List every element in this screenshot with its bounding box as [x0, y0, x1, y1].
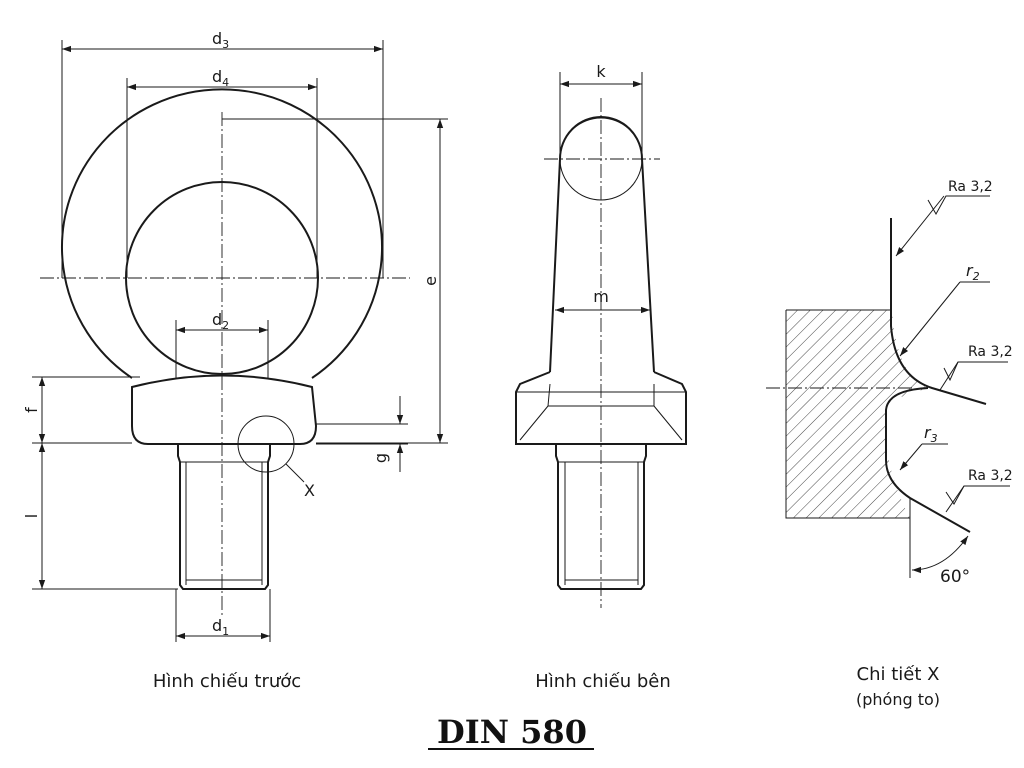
side-view-caption: Hình chiếu bên — [535, 671, 671, 692]
roughness-symbol-top: Ra 3,2 — [895, 179, 993, 257]
label-l: l — [22, 514, 41, 518]
label-d4: d4 — [212, 67, 229, 89]
label-m: m — [593, 287, 609, 306]
label-k: k — [596, 62, 606, 81]
label-f: f — [22, 407, 41, 413]
roughness-symbol-middle: Ra 3,2 — [939, 344, 1013, 391]
label-r2: r2 — [966, 261, 980, 283]
thread-shank — [177, 444, 271, 590]
label-d3: d3 — [212, 29, 229, 51]
side-collar — [515, 371, 687, 445]
drawing-title: DIN 580 — [437, 713, 587, 751]
label-e: e — [421, 276, 440, 286]
side-view: k m Hình chiếu bên — [515, 62, 687, 692]
detail-lower-profile — [885, 387, 971, 533]
angle-arc — [911, 535, 969, 574]
detail-upper-profile — [890, 218, 987, 405]
front-view: d3 d4 d2 d1 e f l g X Hình chiếu trước — [22, 29, 448, 692]
side-tapered-shank — [549, 158, 655, 373]
svg-text:Ra 3,2: Ra 3,2 — [948, 179, 993, 195]
detail-x-circle — [237, 415, 295, 473]
front-view-caption: Hình chiếu trước — [153, 671, 301, 692]
svg-text:Ra 3,2: Ra 3,2 — [968, 468, 1013, 484]
svg-text:Ra 3,2: Ra 3,2 — [968, 344, 1013, 360]
label-g: g — [371, 453, 390, 463]
detail-x-leader — [285, 463, 305, 483]
detail-hatched-section — [786, 310, 928, 518]
detail-caption: Chi tiết X — [857, 664, 940, 685]
label-r3: r3 — [924, 423, 938, 445]
detail-x-view: Ra 3,2 Ra 3,2 Ra 3,2 r2 r3 60° Chi tiết … — [766, 179, 1013, 709]
label-d2: d2 — [212, 310, 229, 332]
leader-r3 — [899, 443, 923, 471]
leader-r2 — [899, 281, 961, 357]
collar — [131, 374, 318, 445]
label-x: X — [304, 481, 315, 500]
label-d1: d1 — [212, 616, 229, 638]
label-angle: 60° — [940, 567, 970, 587]
detail-section-outline — [785, 309, 910, 519]
detail-caption-note: (phóng to) — [856, 690, 940, 709]
roughness-symbol-bottom: Ra 3,2 — [945, 468, 1013, 513]
